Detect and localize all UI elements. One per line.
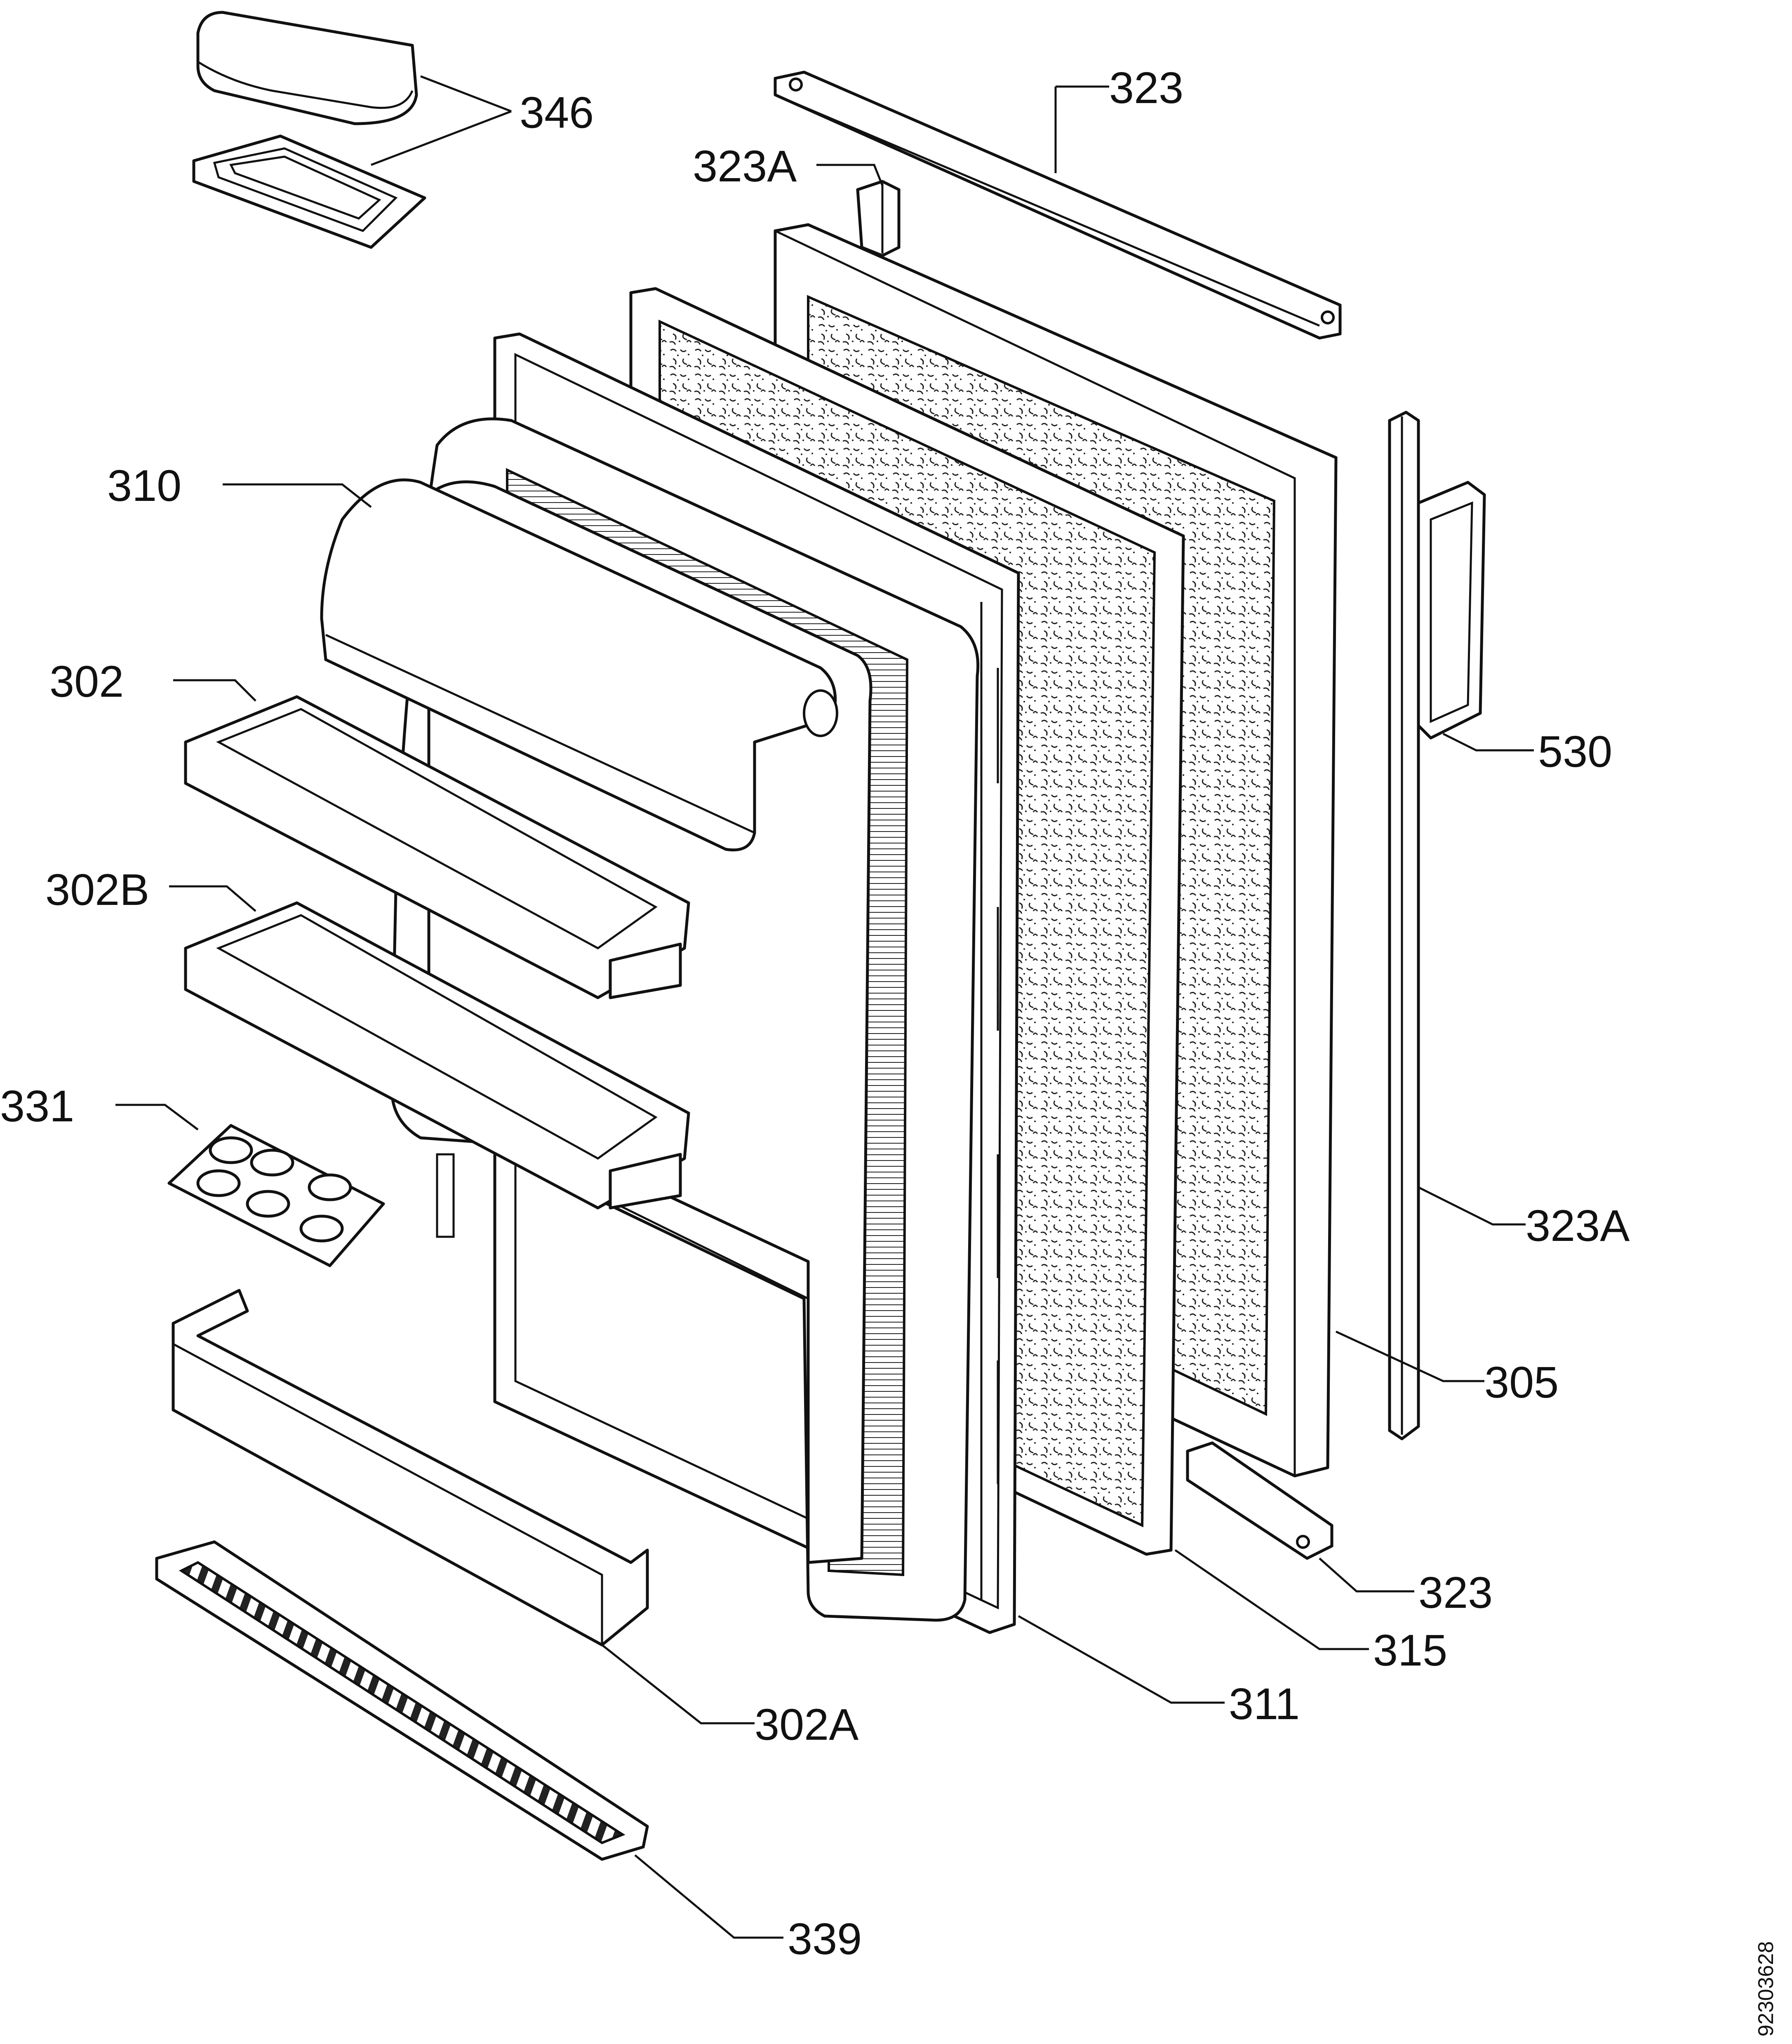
label-323a-right: 323A — [1526, 1201, 1630, 1250]
label-323a-top: 323A — [693, 141, 797, 191]
part-331-egg-tray — [167, 1124, 385, 1267]
part-labels: 346 323 323A 310 302 302B 331 530 323A 3… — [0, 63, 1630, 1964]
part-323-bottom-hinge-bar — [1186, 1441, 1333, 1560]
part-310-compartment-flap — [320, 478, 838, 852]
label-346: 346 — [520, 87, 594, 137]
label-323-top: 323 — [1109, 63, 1183, 113]
part-302-door-shelf — [184, 695, 690, 999]
label-310: 310 — [107, 460, 181, 510]
label-323-bottom: 323 — [1418, 1567, 1493, 1617]
document-number: 92303628 — [1754, 1941, 1778, 2037]
label-315: 315 — [1373, 1625, 1447, 1675]
label-530: 530 — [1538, 726, 1612, 776]
label-311: 311 — [1229, 1679, 1300, 1729]
label-302a: 302A — [755, 1699, 858, 1749]
part-323a-top-bracket — [856, 180, 901, 257]
label-302b: 302B — [45, 865, 149, 914]
part-346-lid — [196, 11, 418, 125]
part-346-tray — [192, 134, 426, 249]
part-323a-right-strip — [1388, 411, 1420, 1440]
label-339: 339 — [788, 1914, 862, 1964]
label-305: 305 — [1484, 1357, 1559, 1407]
leader-lines — [115, 75, 1534, 1939]
part-302b-door-shelf — [184, 901, 690, 1210]
part-323-top-hinge-bar — [774, 70, 1342, 340]
part-302a-bottle-shelf — [172, 1289, 649, 1647]
label-302: 302 — [49, 656, 124, 706]
label-331: 331 — [0, 1081, 74, 1131]
part-339-toothed-strip — [155, 1540, 649, 1861]
part-530-door-handle — [1417, 481, 1486, 740]
